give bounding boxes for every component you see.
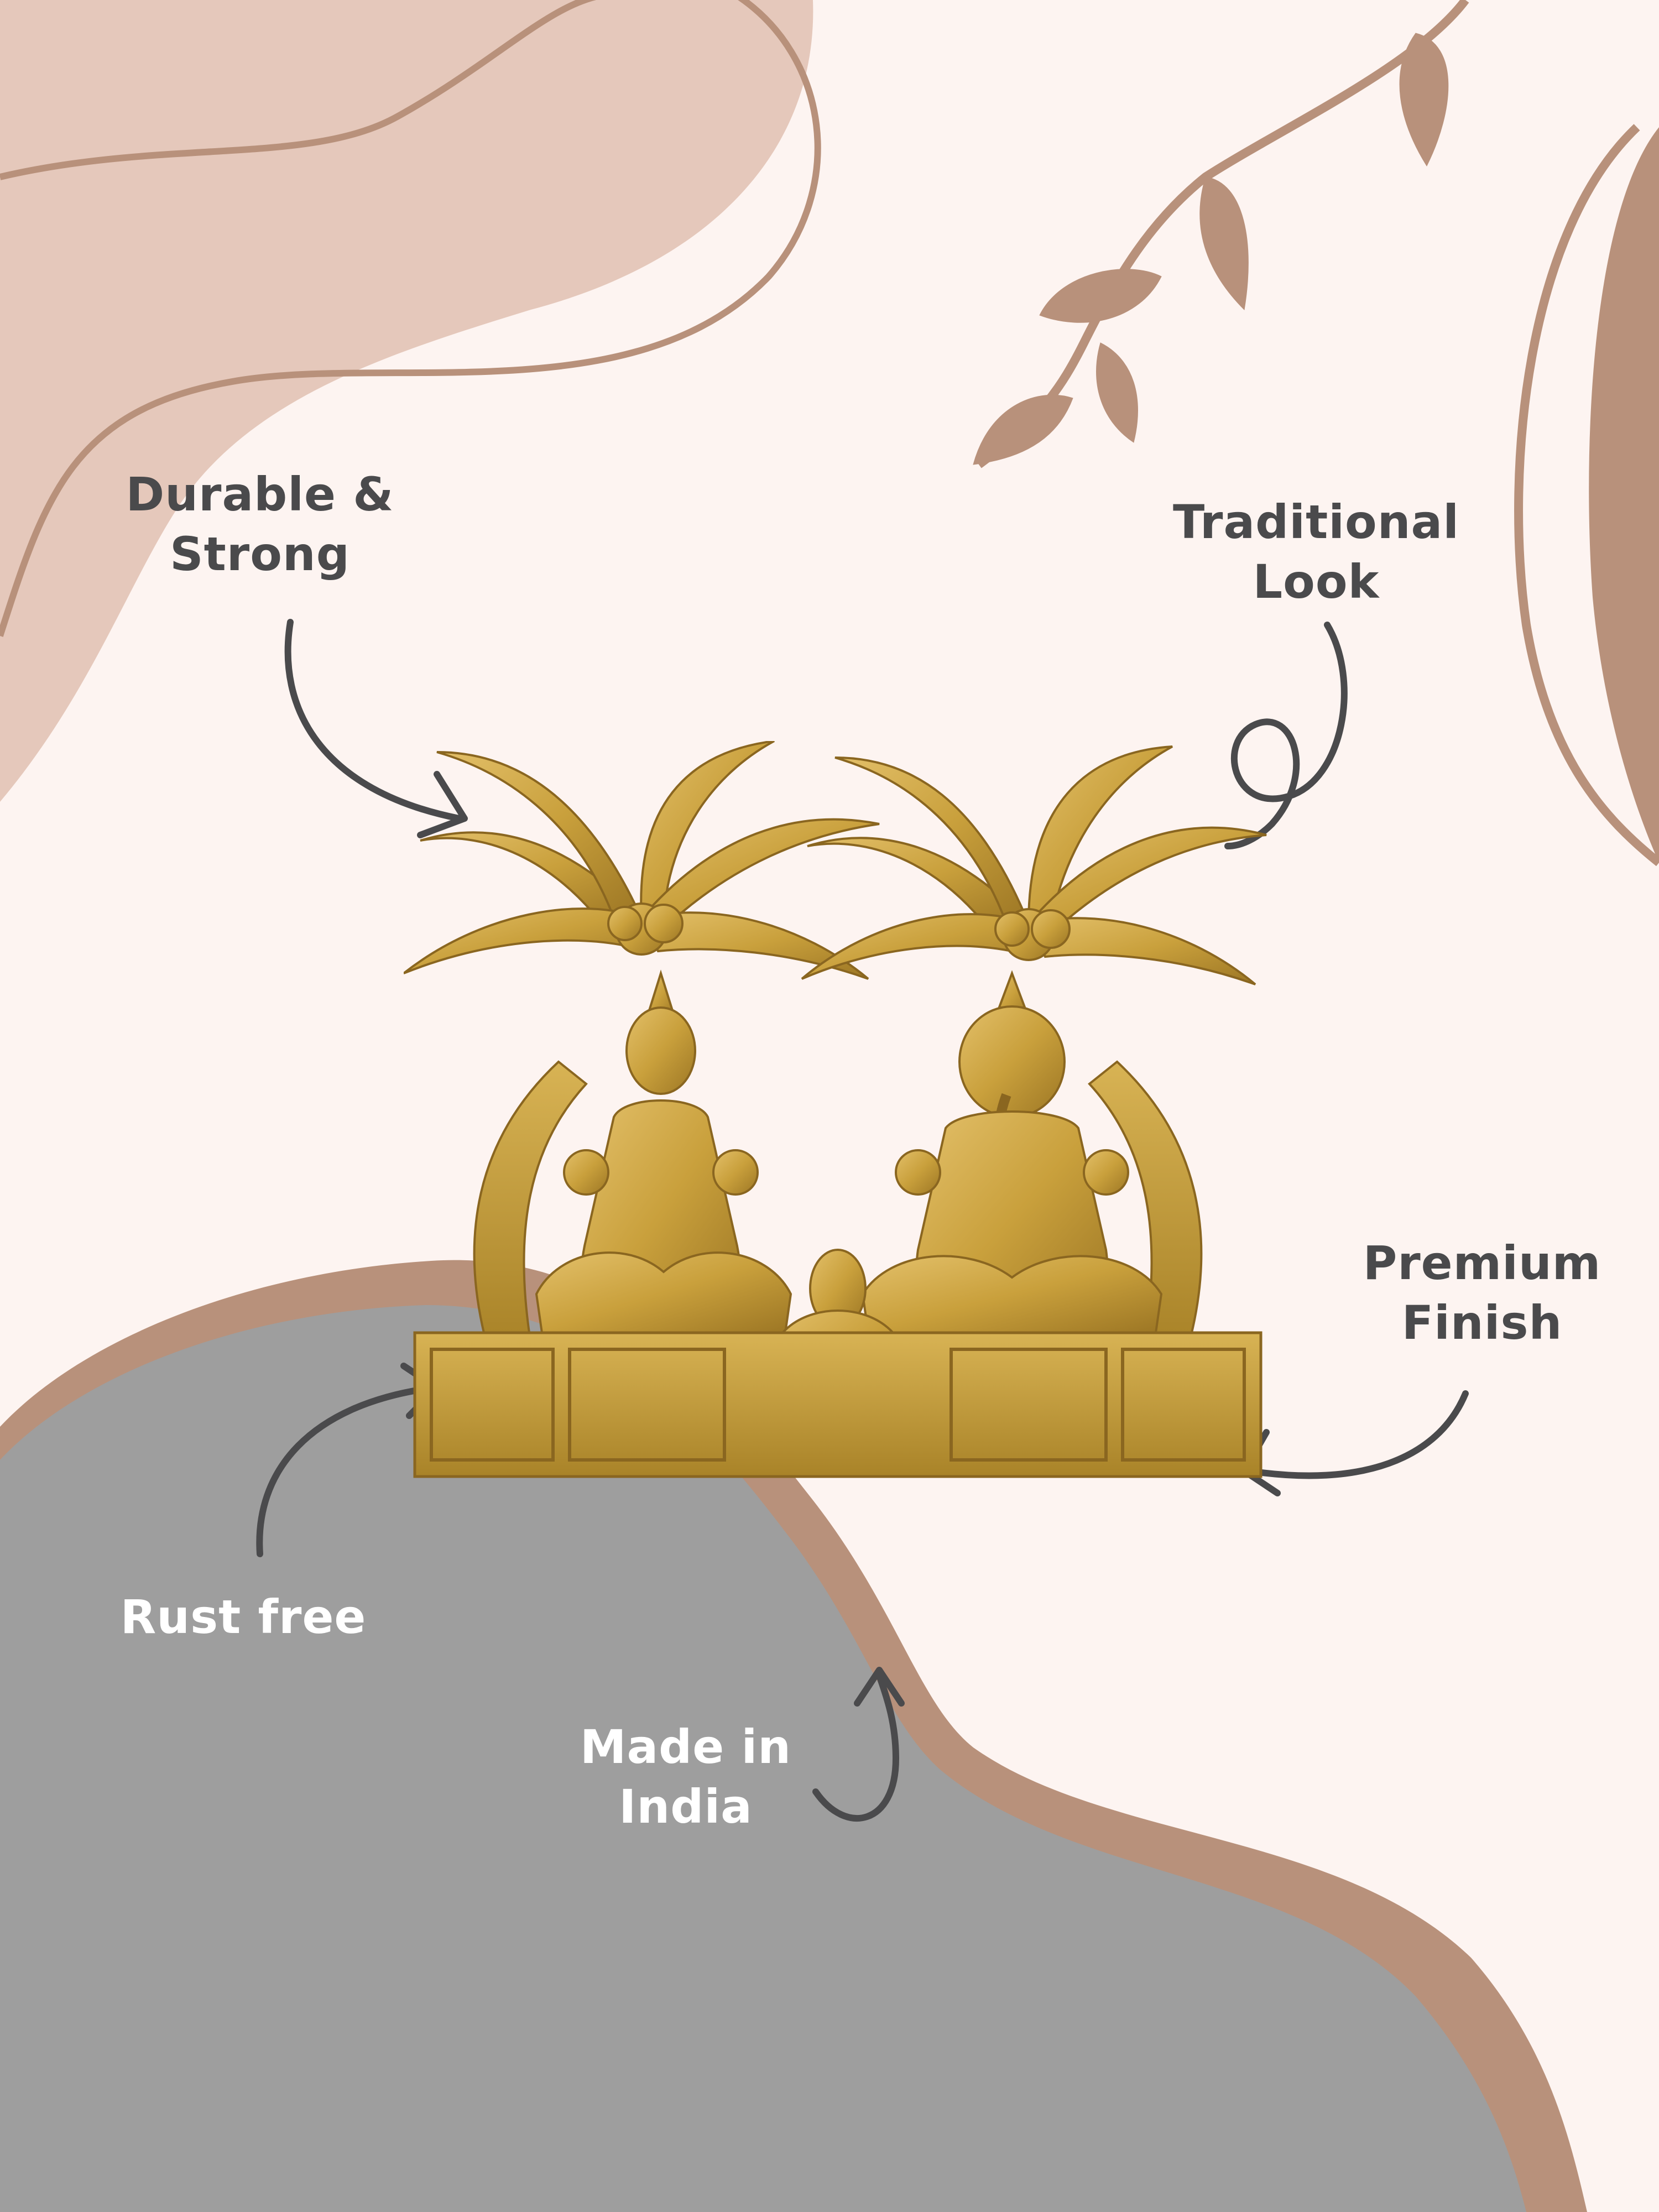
right-crescent-fill bbox=[1589, 127, 1659, 863]
right-palm-trunk bbox=[1088, 1060, 1203, 1345]
ganesha-figure bbox=[861, 970, 1163, 1334]
feature-durable-line2: Strong bbox=[170, 527, 350, 581]
feature-rust-free: Rust free bbox=[83, 1587, 404, 1647]
feature-premium-finish: Premium Finish bbox=[1338, 1233, 1626, 1353]
feature-india-line2: India bbox=[619, 1780, 753, 1834]
wavy-line-top bbox=[0, 0, 597, 180]
feature-premium-line2: Finish bbox=[1401, 1296, 1563, 1350]
wavy-line-loop bbox=[0, 0, 821, 637]
feature-traditional-line2: Look bbox=[1253, 555, 1380, 609]
lakshmi-ganesha-idol-image bbox=[404, 741, 1267, 1478]
left-palm-canopy bbox=[404, 741, 880, 980]
left-palm-trunk bbox=[473, 1060, 588, 1345]
feature-made-in-india: Made in India bbox=[559, 1717, 813, 1837]
engraved-base bbox=[413, 1331, 1262, 1478]
feature-durable-strong: Durable & Strong bbox=[100, 465, 420, 584]
feature-traditional-look: Traditional Look bbox=[1150, 492, 1482, 612]
feature-premium-line1: Premium bbox=[1363, 1236, 1601, 1290]
lakshmi-figure bbox=[535, 969, 792, 1334]
right-crescent-line bbox=[1514, 124, 1659, 867]
blush-blob bbox=[0, 0, 813, 802]
feature-durable-line1: Durable & bbox=[126, 467, 394, 521]
feature-india-line1: Made in bbox=[580, 1720, 792, 1774]
right-palm-canopy bbox=[801, 745, 1267, 985]
gray-wave-blob bbox=[0, 1305, 1526, 2212]
feature-rust-line1: Rust free bbox=[120, 1590, 367, 1644]
leaf-branch-icon bbox=[973, 0, 1469, 468]
feature-traditional-line1: Traditional bbox=[1172, 495, 1460, 549]
